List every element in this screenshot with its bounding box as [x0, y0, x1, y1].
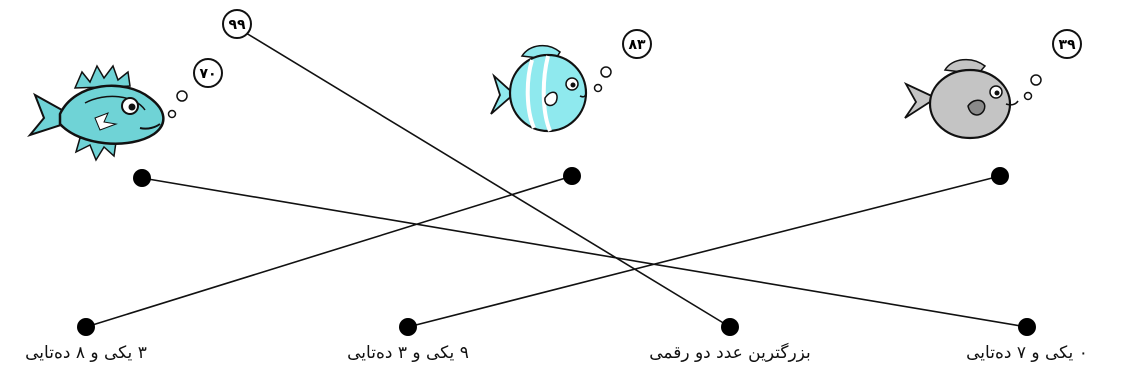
label-1-dot[interactable]	[77, 318, 95, 336]
fish-2: ۸۳	[490, 29, 652, 133]
extra-number-text: ۹۹	[228, 17, 246, 33]
fish-1: ۷۰	[27, 58, 223, 162]
label-4-dot[interactable]	[1018, 318, 1036, 336]
extra-number-bubble: ۹۹	[222, 9, 252, 39]
fish-1-dot[interactable]	[133, 169, 151, 187]
label-1: ۳ یکی و ۸ ده‌تایی	[25, 343, 147, 363]
fish-3-dot[interactable]	[991, 167, 1009, 185]
label-2-dot[interactable]	[399, 318, 417, 336]
label-4: ۰ یکی و ۷ ده‌تایی	[966, 343, 1088, 363]
fish-3: ۳۹	[903, 29, 1082, 140]
fish-2-number: ۸۳	[628, 37, 646, 53]
fish-3-icon	[903, 58, 1042, 140]
connection-lines	[85, 32, 1028, 328]
fish-3-number: ۳۹	[1058, 37, 1076, 53]
line-fish2-to-label1	[85, 175, 573, 328]
fish-2-dot[interactable]	[563, 167, 581, 185]
fish-2-icon	[490, 44, 612, 133]
fish-1-icon	[27, 64, 188, 162]
line-fish1-to-label4	[141, 177, 1028, 328]
line-fish3-to-label2	[407, 175, 1001, 328]
fish-1-number: ۷۰	[199, 66, 216, 82]
label-2: ۹ یکی و ۳ ده‌تایی	[347, 343, 469, 363]
line-99-to-label3	[245, 32, 731, 328]
label-3: بزرگترین عدد دو رقمی	[649, 343, 811, 363]
label-3-dot[interactable]	[721, 318, 739, 336]
